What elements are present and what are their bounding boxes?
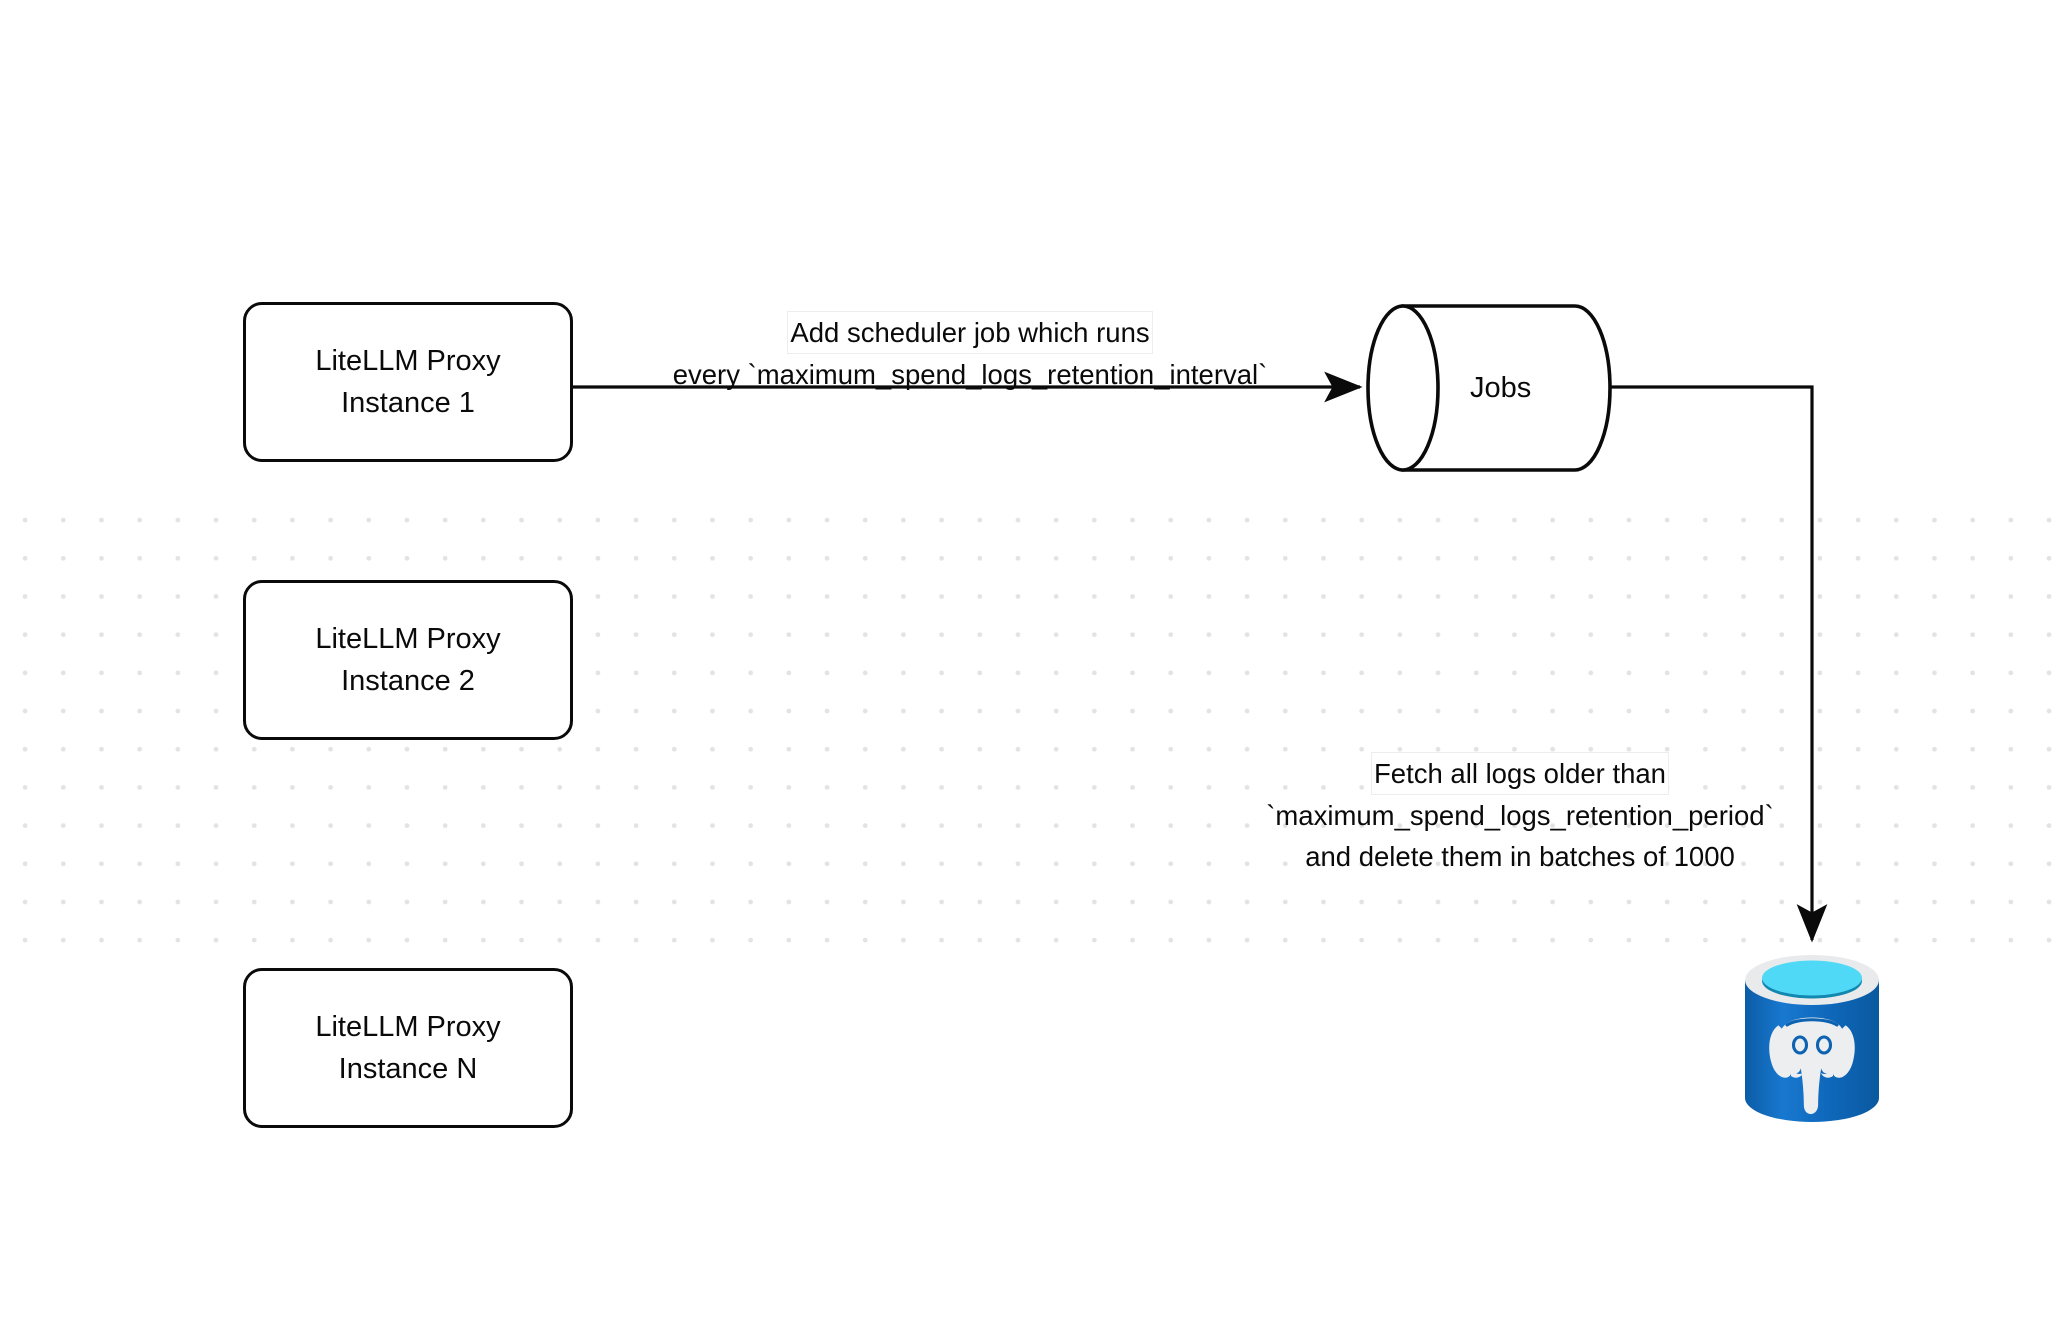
- jobs-cylinder-shape: [1366, 304, 1612, 472]
- edge-label-proxy1-to-jobs: Add scheduler job which runs every `maxi…: [600, 311, 1340, 395]
- edge-jobs-to-postgres: [1611, 385, 1828, 943]
- node-label-line-2: Instance N: [338, 1053, 478, 1085]
- node-postgres-database[interactable]: [1737, 950, 1887, 1130]
- node-proxy-instance-2[interactable]: LiteLLM Proxy Instance 2: [243, 580, 573, 740]
- postgresql-database-icon: [1745, 955, 1879, 1122]
- node-label-line-1: LiteLLM Proxy: [315, 1011, 501, 1043]
- edge-label-line-2: every `maximum_spend_logs_retention_inte…: [672, 359, 1268, 390]
- node-label-line-1: LiteLLM Proxy: [315, 623, 501, 655]
- node-label-line-1: LiteLLM Proxy: [315, 345, 501, 377]
- edge-label-jobs-to-postgres: Fetch all logs older than `maximum_spend…: [1230, 752, 1810, 877]
- node-proxy-instance-n[interactable]: LiteLLM Proxy Instance N: [243, 968, 573, 1128]
- edge-label-line-2: `maximum_spend_logs_retention_period`: [1266, 800, 1774, 831]
- edge-label-line-1: Add scheduler job which runs: [787, 311, 1153, 354]
- node-jobs-label: Jobs: [1470, 372, 1532, 404]
- node-label-line-2: Instance 2: [341, 665, 475, 697]
- edge-label-line-1: Fetch all logs older than: [1371, 752, 1669, 795]
- node-proxy-instance-1[interactable]: LiteLLM Proxy Instance 1: [243, 302, 573, 462]
- edge-label-line-3: and delete them in batches of 1000: [1305, 841, 1735, 872]
- node-label-line-2: Instance 1: [341, 387, 475, 419]
